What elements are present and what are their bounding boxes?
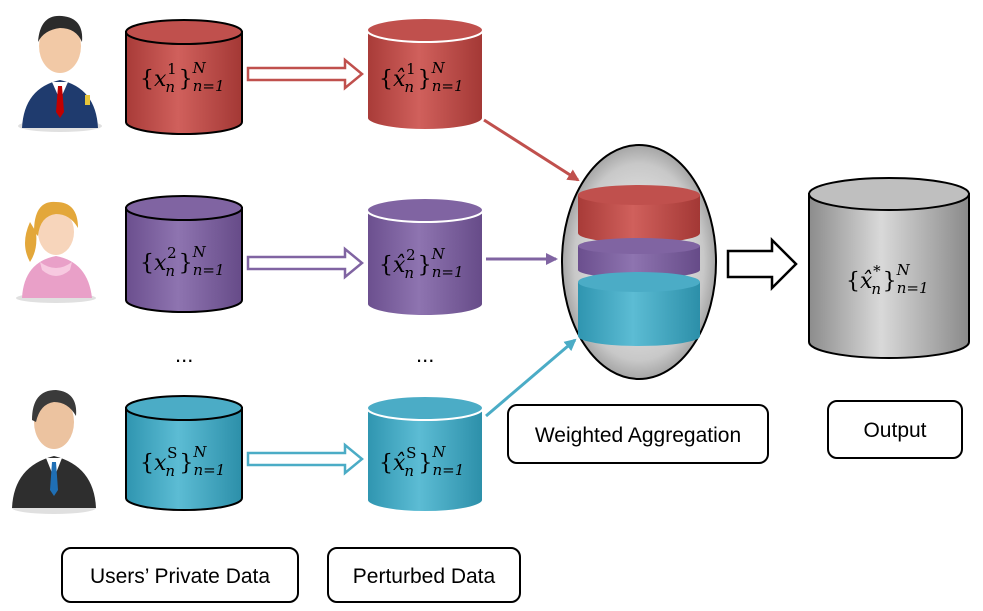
perturb-arrow-3 <box>246 442 364 476</box>
weighted-aggregation-label: Weighted Aggregation <box>535 424 741 447</box>
perturb-arrow-1 <box>246 57 364 91</box>
aggregate-arrow-cyan <box>485 338 577 418</box>
users-private-data-box: Users’ Private Data <box>61 547 299 603</box>
users-ellipsis: ... <box>175 342 193 367</box>
perturbed-ellipsis: ... <box>416 342 434 367</box>
aggregate-arrow-red <box>483 118 580 182</box>
woman-avatar-icon <box>16 201 96 303</box>
businessman-avatar-2-icon <box>12 390 96 514</box>
perturbed-data-box: Perturbed Data <box>327 547 521 603</box>
weighted-aggregation-box: Weighted Aggregation <box>507 404 769 464</box>
users-private-data-label: Users’ Private Data <box>90 565 270 588</box>
aggregation-node <box>561 144 717 380</box>
output-box: Output <box>827 400 963 459</box>
output-arrow <box>726 236 798 292</box>
output-label: Output <box>863 419 926 442</box>
perturb-arrow-2 <box>246 246 364 280</box>
perturbed-data-label: Perturbed Data <box>353 565 496 588</box>
businessman-avatar-icon <box>18 15 102 132</box>
